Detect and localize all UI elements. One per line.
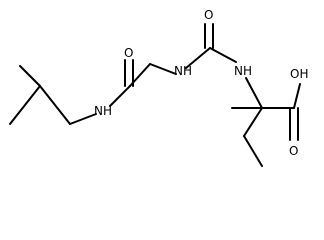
bond-quat-ethyl-1 — [243, 107, 263, 137]
bond-urea-c-nh — [209, 47, 237, 63]
atom-label-nh-mid: NH — [174, 64, 192, 78]
bond-methyl-top — [19, 65, 41, 87]
atom-label-oh: OH — [290, 67, 308, 81]
atom-label-o-amide: O — [124, 46, 133, 60]
bond-nh-quat-c — [245, 77, 263, 109]
bond-acid-c-oh — [293, 83, 301, 109]
bond-carbonyl-ch2 — [129, 63, 151, 87]
bond-ethyl-2 — [243, 135, 263, 167]
bond-isobutyl-ch2 — [39, 85, 71, 125]
atom-label-o-urea: O — [204, 8, 213, 22]
bond-methyl-bottom — [9, 85, 41, 125]
molecule-diagram: NH O NH O NH OH O — [9, 8, 309, 167]
bond-nh-urea-c — [185, 47, 211, 69]
bond-ch2-nh — [69, 113, 97, 125]
bond-ch2-nh-mid — [149, 63, 177, 75]
bond-nh-carbonyl — [109, 85, 131, 107]
atom-label-nh-right: NH — [234, 64, 252, 78]
structure-drawing: NH O NH O NH OH O — [9, 8, 308, 167]
atom-label-o-acid: O — [289, 144, 298, 158]
atom-label-nh-left: NH — [94, 104, 112, 118]
